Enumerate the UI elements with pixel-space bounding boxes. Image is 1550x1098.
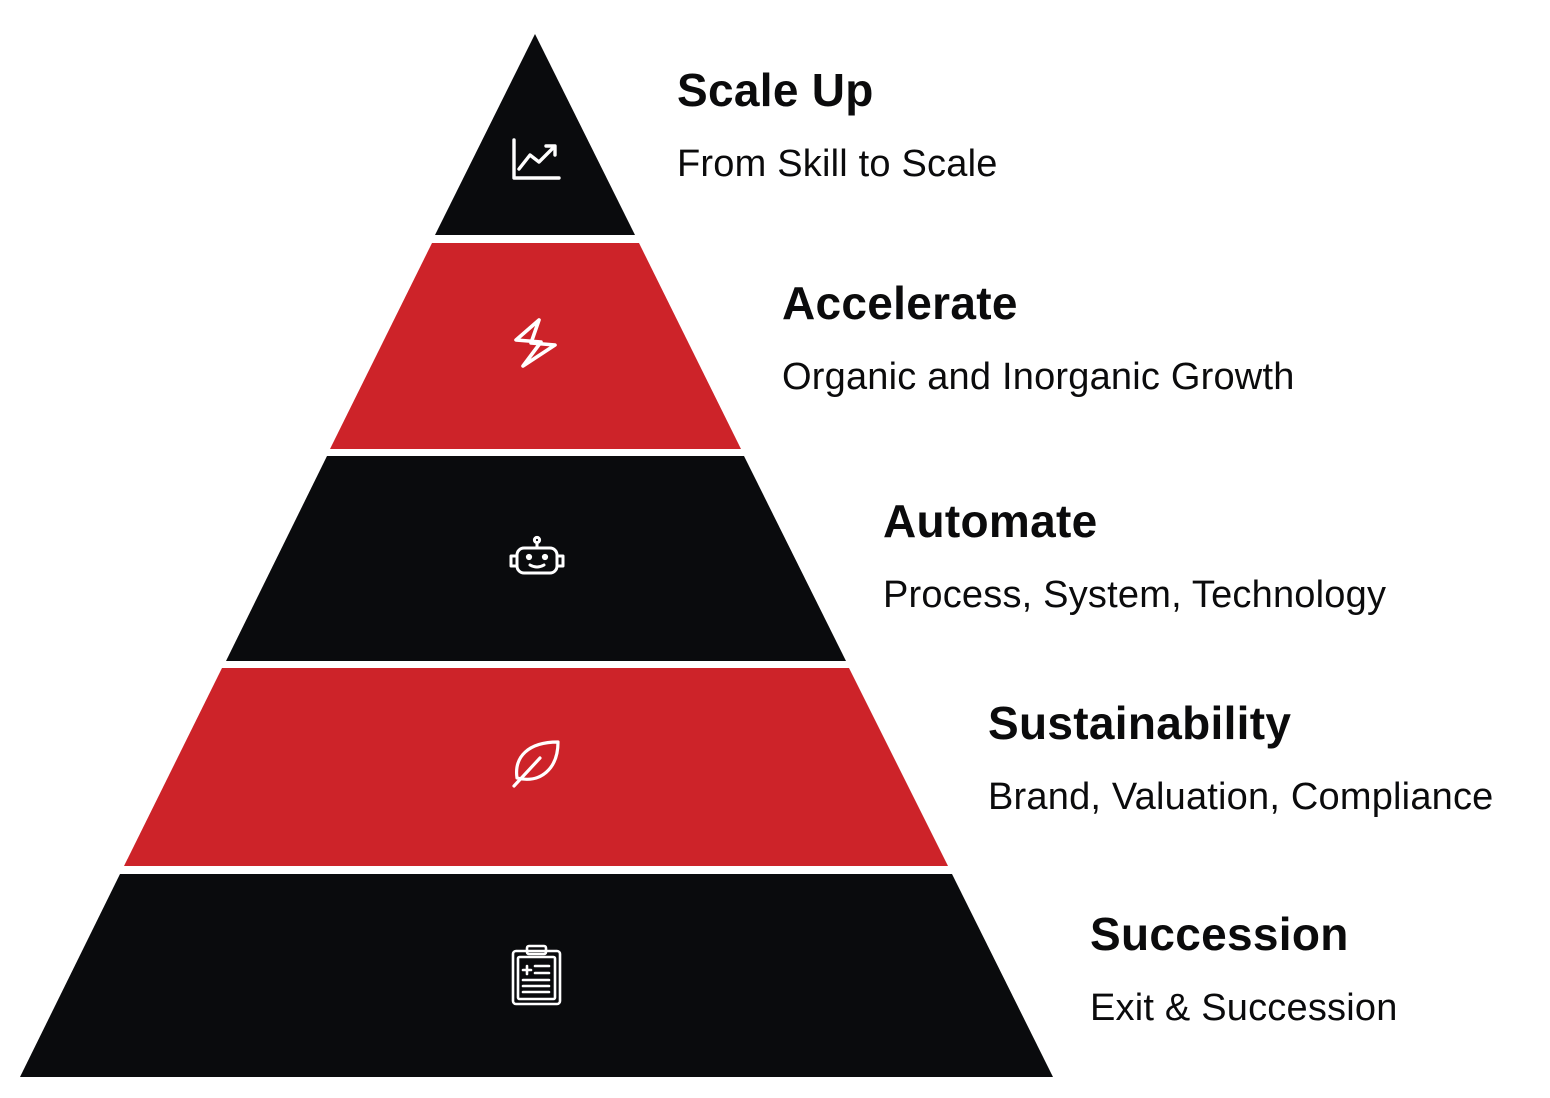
tier-title: Sustainability — [988, 697, 1292, 749]
pyramid-tier-succession — [20, 874, 1053, 1077]
tier-label-sustainability: Sustainability Brand, Valuation, Complia… — [988, 697, 1494, 819]
pyramid-tier-automate — [226, 456, 846, 661]
tier-label-scale-up: Scale Up From Skill to Scale — [677, 64, 998, 186]
lightning-bolt-icon — [514, 318, 557, 368]
tier-subtitle: Process, System, Technology — [883, 574, 1387, 616]
tier-subtitle: From Skill to Scale — [677, 143, 998, 185]
tier-subtitle: Exit & Succession — [1090, 987, 1398, 1029]
tier-label-automate: Automate Process, System, Technology — [883, 495, 1386, 617]
tier-label-accelerate: Accelerate Organic and Inorganic Growth — [782, 277, 1295, 399]
tier-subtitle: Brand, Valuation, Compliance — [988, 776, 1494, 818]
pyramid-tier-accelerate — [330, 243, 741, 449]
tier-title: Automate — [883, 495, 1098, 547]
tier-title: Succession — [1090, 908, 1349, 960]
leaf-icon — [512, 740, 560, 788]
tier-subtitle: Organic and Inorganic Growth — [782, 356, 1295, 398]
pyramid-tier-sustainability — [124, 668, 948, 866]
trending-up-chart-icon — [512, 138, 561, 180]
clipboard-document-icon — [511, 944, 562, 1006]
pyramid-tier-scale-up — [435, 34, 635, 235]
robot-icon — [509, 535, 565, 575]
tier-label-succession: Succession Exit & Succession — [1090, 908, 1398, 1030]
tier-title: Scale Up — [677, 64, 874, 116]
tier-title: Accelerate — [782, 277, 1018, 329]
